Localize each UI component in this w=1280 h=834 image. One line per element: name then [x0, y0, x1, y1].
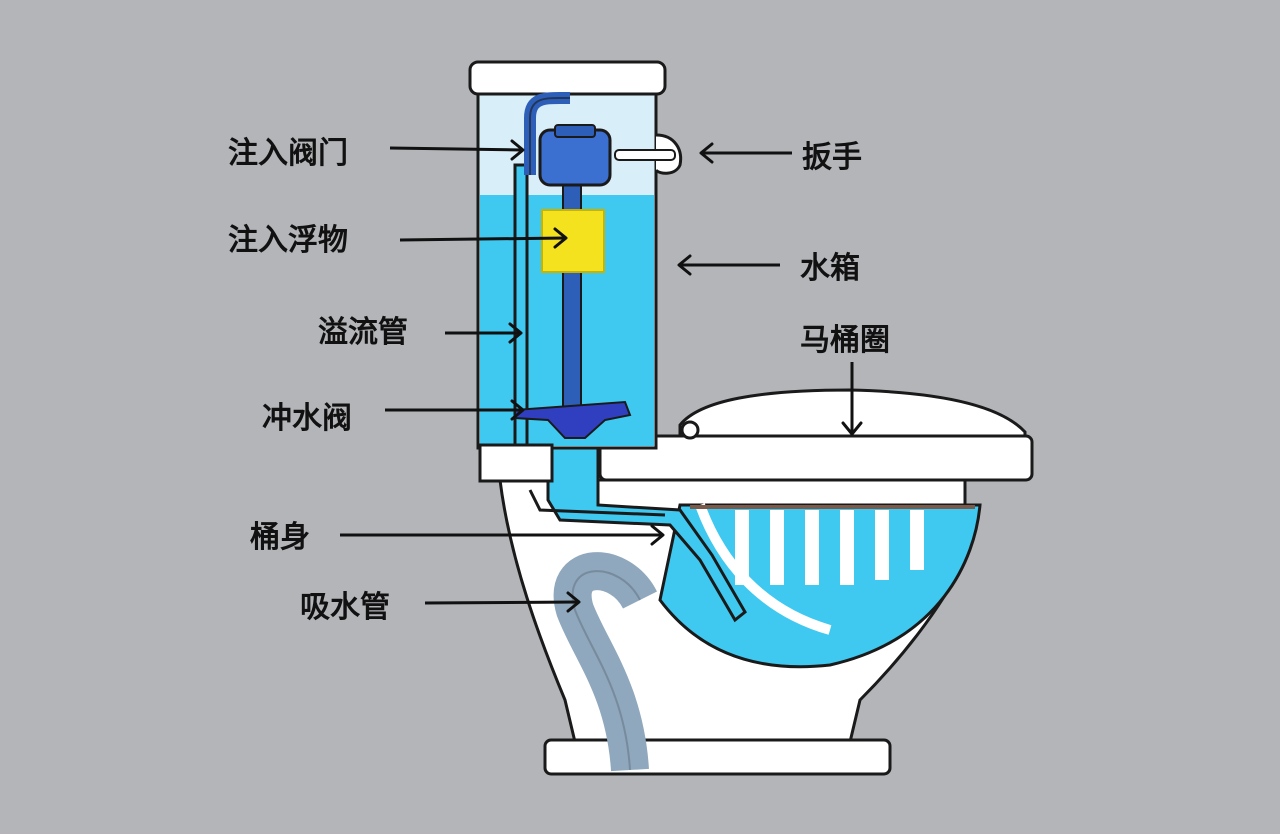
label-flush-valve-group: 冲水阀: [262, 399, 525, 436]
bowl: [658, 503, 982, 669]
label-tank: 水箱: [800, 251, 860, 286]
label-bowl-body: 桶身: [250, 520, 310, 555]
rim-jets: [735, 510, 924, 585]
flush-channel: [528, 443, 747, 623]
label-trapway-group: 吸水管: [300, 590, 581, 625]
label-handle: 扳手: [802, 140, 862, 175]
label-tank-group: 水箱: [677, 251, 860, 286]
trapway-pipe: [553, 552, 657, 772]
handle: [614, 133, 683, 175]
label-trapway: 吸水管: [300, 590, 390, 625]
flush-valve: [514, 400, 632, 439]
label-overflow-tube: 溢流管: [318, 315, 408, 350]
label-float-group: 注入浮物: [228, 223, 568, 258]
label-float: 注入浮物: [228, 223, 348, 258]
label-bowl-body-group: 桶身: [250, 520, 665, 555]
overflow-tube: [513, 163, 529, 447]
label-seat-group: 马桶圈: [800, 323, 890, 436]
label-fill-valve-group: 注入阀门: [228, 136, 525, 171]
label-seat: 马桶圈: [800, 323, 890, 358]
label-overflow-tube-group: 溢流管: [318, 315, 523, 350]
label-fill-valve: 注入阀门: [228, 136, 348, 171]
toilet-seat: [598, 388, 1034, 482]
label-flush-valve: 冲水阀: [262, 401, 352, 436]
label-handle-group: 扳手: [699, 140, 862, 175]
float: [541, 209, 605, 273]
